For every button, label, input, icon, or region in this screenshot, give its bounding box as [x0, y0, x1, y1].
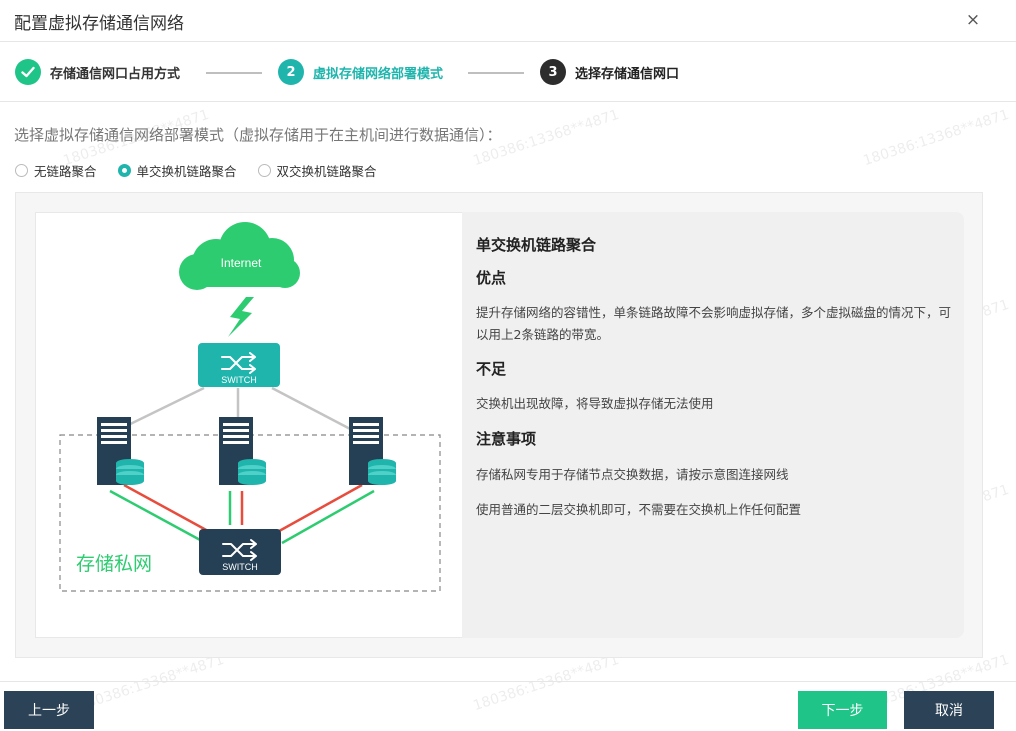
topology-svg: Internet SWITCH — [59, 222, 441, 592]
pros-text: 提升存储网络的容错性，单条链路故障不会影响虚拟存储，多个虚拟磁盘的情况下，可以用… — [476, 305, 952, 342]
close-icon[interactable]: × — [965, 10, 981, 30]
radio-no-aggregation[interactable]: 无链路聚合 — [15, 161, 97, 180]
topology-diagram: Internet SWITCH — [35, 212, 463, 638]
radio-circle[interactable] — [257, 164, 271, 177]
mode-info-card: 单交换机链路聚合 优点 提升存储网络的容错性，单条链路故障不会影响虚拟存储，多个… — [462, 212, 964, 638]
note-text: 存储私网专用于存储节点交换数据，请按示意图连接网线 — [476, 467, 789, 482]
step-connector — [468, 72, 524, 74]
next-button[interactable]: 下一步 — [798, 691, 887, 729]
watermark: 180386:13368**4871 — [861, 106, 1012, 170]
dialog-title: 配置虚拟存储通信网络 — [14, 14, 184, 34]
lightning-icon — [228, 297, 254, 337]
radio-dual-switch[interactable]: 双交换机链路聚合 — [257, 161, 377, 180]
check-icon — [15, 59, 41, 85]
private-net-label: 存储私网 — [76, 553, 152, 575]
radio-label: 单交换机链路聚合 — [136, 164, 237, 179]
server-icon — [97, 417, 144, 485]
step-3-number: 3 — [540, 59, 566, 85]
pros-title: 优点 — [476, 269, 507, 287]
switch-icon: SWITCH — [198, 343, 280, 387]
step-1: 存储通信网口占用方式 — [15, 59, 180, 85]
server-icon — [219, 417, 266, 485]
section-title: 选择虚拟存储通信网络部署模式（虚拟存储用于在主机间进行数据通信）： — [14, 126, 502, 144]
internet-cloud-icon: Internet — [179, 222, 300, 290]
step-1-label: 存储通信网口占用方式 — [50, 66, 181, 82]
notes-title: 注意事项 — [476, 430, 537, 448]
server-icon — [349, 417, 396, 485]
switch-icon: SWITCH — [199, 529, 281, 575]
prev-button[interactable]: 上一步 — [4, 691, 94, 729]
step-3-label: 选择存储通信网口 — [575, 66, 680, 82]
mode-heading: 单交换机链路聚合 — [476, 236, 597, 254]
cancel-button[interactable]: 取消 — [904, 691, 994, 729]
step-3: 3 选择存储通信网口 — [540, 59, 679, 85]
footer-divider — [0, 681, 1016, 682]
switch-label: SWITCH — [222, 562, 258, 572]
watermark: 180386:13368**4871 — [471, 651, 622, 715]
step-2-number: 2 — [278, 59, 304, 85]
step-connector — [206, 72, 262, 74]
radio-circle[interactable] — [117, 164, 131, 177]
note-text: 使用普通的二层交换机即可，不需要在交换机上作任何配置 — [476, 502, 802, 517]
watermark: 180386:13368**4871 — [76, 651, 227, 715]
radio-label: 双交换机链路聚合 — [276, 164, 377, 179]
dialog-header: 配置虚拟存储通信网络 × — [0, 0, 1016, 42]
cons-title: 不足 — [476, 360, 507, 378]
step-2-label: 虚拟存储网络部署模式 — [313, 66, 444, 82]
step-2: 2 虚拟存储网络部署模式 — [278, 59, 443, 85]
mode-detail-panel: Internet SWITCH — [15, 192, 983, 658]
radio-label: 无链路聚合 — [34, 164, 97, 179]
cloud-label: Internet — [221, 256, 262, 270]
cons-text: 交换机出现故障，将导致虚拟存储无法使用 — [476, 396, 714, 411]
deploy-mode-radio-group: 无链路聚合 单交换机链路聚合 双交换机链路聚合 — [15, 161, 398, 180]
switch-label: SWITCH — [221, 375, 257, 385]
radio-single-switch[interactable]: 单交换机链路聚合 — [117, 161, 237, 180]
radio-circle[interactable] — [15, 164, 28, 177]
wizard-steps: 存储通信网口占用方式 2 虚拟存储网络部署模式 3 选择存储通信网口 — [0, 42, 1016, 102]
